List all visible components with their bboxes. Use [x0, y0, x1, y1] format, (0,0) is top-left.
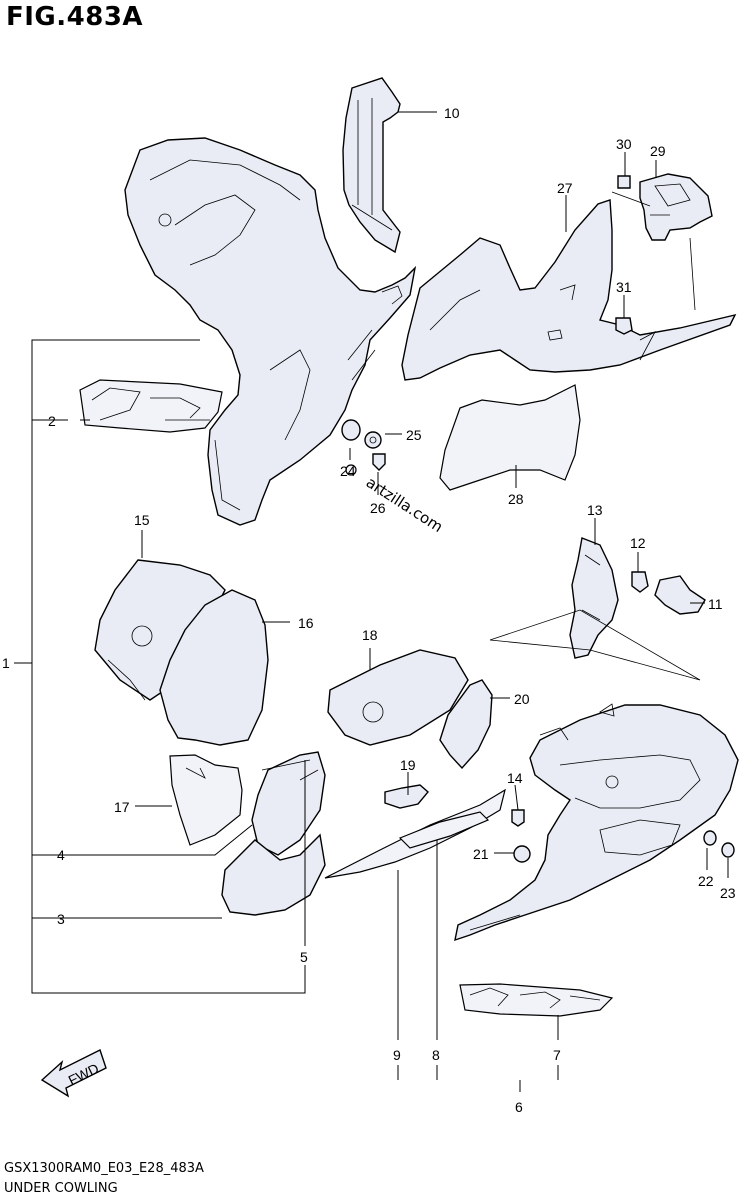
- part-19-clip: [384, 784, 429, 809]
- callout-6: 6: [515, 1099, 523, 1115]
- callout-17: 17: [114, 799, 130, 815]
- callout-16: 16: [298, 615, 314, 631]
- part-17-pad: [169, 754, 243, 846]
- part-1-inner-cowl: [124, 137, 417, 526]
- callout-31: 31: [616, 279, 632, 295]
- part-26-screw: [372, 453, 386, 471]
- part-22-washer: [703, 830, 717, 846]
- callout-9: 9: [393, 1047, 401, 1063]
- callout-25: 25: [406, 427, 422, 443]
- part-12-bolt: [631, 571, 649, 593]
- fwd-arrow-icon: FWD: [40, 1049, 107, 1098]
- part-20-panel: [439, 679, 493, 770]
- callout-7: 7: [553, 1047, 561, 1063]
- callout-3: 3: [57, 911, 65, 927]
- part-28-pad: [439, 384, 581, 491]
- callout-30: 30: [616, 136, 632, 152]
- part-18-panel: [327, 649, 469, 746]
- part-10-bracket: [342, 77, 401, 254]
- part-21-grommet: [513, 845, 531, 863]
- callout-24: 24: [340, 463, 356, 479]
- part-24-grommet: [341, 419, 361, 441]
- callout-28: 28: [508, 491, 524, 507]
- part-25-washer: [364, 431, 382, 449]
- part-31-clip: [615, 317, 633, 335]
- callout-11: 11: [708, 596, 723, 612]
- callout-26: 26: [370, 500, 386, 516]
- callout-13: 13: [587, 502, 603, 518]
- figure-title: FIG.483A: [6, 2, 144, 32]
- part-2-decal: [79, 379, 223, 433]
- part-3-panel: [221, 833, 326, 916]
- callout-23: 23: [720, 885, 736, 901]
- callout-14: 14: [507, 770, 523, 786]
- callout-5: 5: [300, 949, 308, 965]
- callout-21: 21: [473, 846, 489, 862]
- callout-2: 2: [48, 413, 56, 429]
- footer-diagram-name: UNDER COWLING: [4, 1181, 118, 1196]
- callout-20: 20: [514, 691, 530, 707]
- part-4-panel: [251, 751, 326, 856]
- callout-4: 4: [57, 847, 65, 863]
- callout-1: 1: [2, 655, 10, 671]
- callout-18: 18: [362, 627, 378, 643]
- part-16-panel: [159, 589, 269, 746]
- part-6-lower-cowl: [454, 704, 739, 942]
- callout-29: 29: [650, 143, 666, 159]
- callout-19: 19: [400, 757, 416, 773]
- callout-22: 22: [698, 873, 714, 889]
- callout-27: 27: [557, 180, 573, 196]
- part-30-screw: [617, 175, 631, 189]
- callout-12: 12: [630, 535, 646, 551]
- part-29-bracket: [639, 173, 713, 241]
- part-8-strip: [398, 811, 490, 849]
- part-13-bracket: [569, 537, 619, 659]
- part-27-side-cowl: [401, 199, 737, 381]
- footer-diagram-code: GSX1300RAM0_E03_E28_483A: [4, 1161, 204, 1176]
- callout-10: 10: [444, 105, 460, 121]
- part-23-nut: [721, 842, 735, 858]
- callout-15: 15: [134, 512, 150, 528]
- part-11-bracket: [654, 575, 706, 615]
- part-7-decal: [459, 983, 614, 1017]
- callout-8: 8: [432, 1047, 440, 1063]
- part-14-screw: [511, 809, 525, 827]
